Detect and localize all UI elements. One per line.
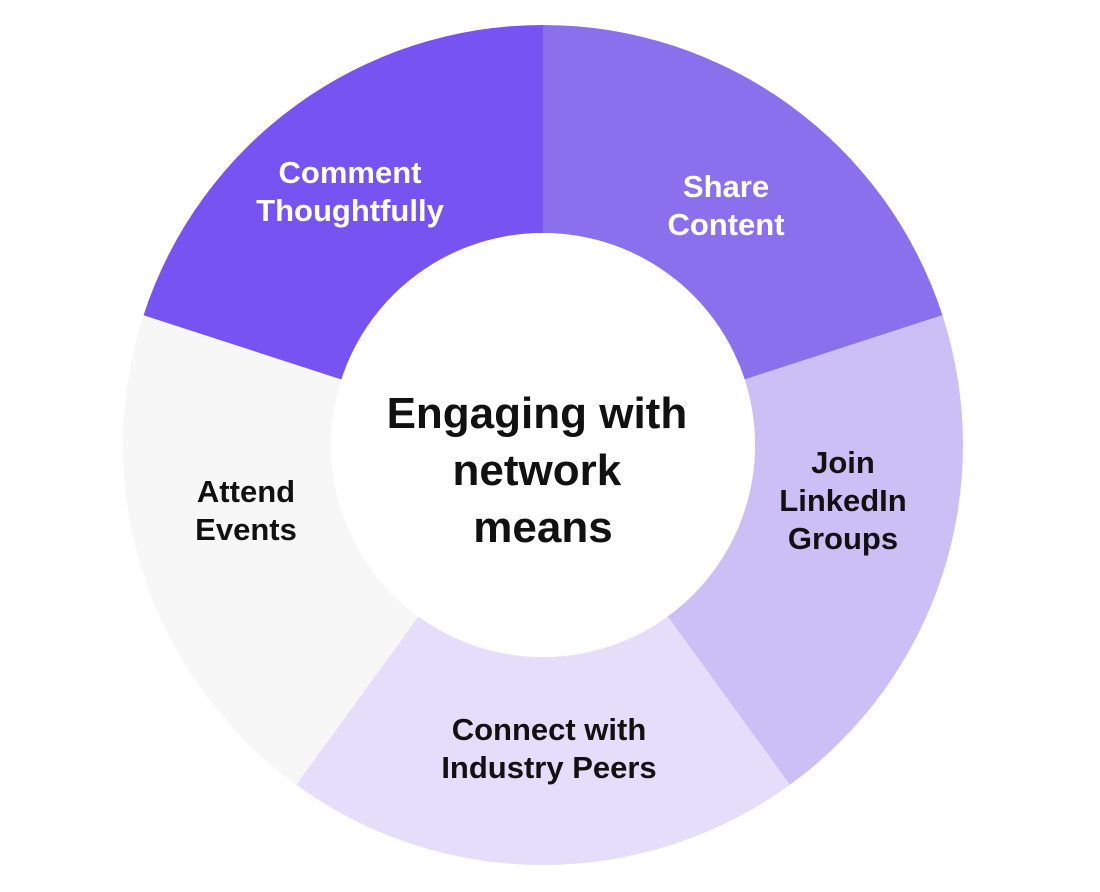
label-join-linkedin-groups-line-3: Groups <box>788 521 898 556</box>
segment-connect-with-industry-peers <box>296 616 790 865</box>
label-connect-with-industry-peers-line-2: Industry Peers <box>441 750 656 785</box>
center-title-line-3: means <box>473 503 612 552</box>
label-attend-events-line-2: Events <box>195 512 297 547</box>
label-comment-thoughtfully-line-1: Comment <box>279 155 422 190</box>
segment-comment-thoughtfully <box>143 25 543 380</box>
label-join-linkedin-groups-line-1: Join <box>811 445 875 480</box>
segment-share-content <box>543 25 943 380</box>
center-circle <box>331 233 755 657</box>
label-share-content-line-2: Content <box>667 207 784 242</box>
center-title-line-1: Engaging with <box>387 389 688 438</box>
label-join-linkedin-groups-line-2: LinkedIn <box>779 483 906 518</box>
center-title: Engaging with network means <box>387 389 700 552</box>
segment-join-linkedin-groups <box>667 315 963 785</box>
ring-segments <box>122 25 963 865</box>
label-share-content-line-1: Share <box>683 169 769 204</box>
label-connect-with-industry-peers-line-1: Connect with <box>452 712 647 747</box>
segment-attend-events <box>122 315 419 785</box>
center-title-line-2: network <box>453 446 622 495</box>
label-comment-thoughtfully-line-2: Thoughtfully <box>256 193 444 228</box>
label-attend-events-line-1: Attend <box>197 474 295 509</box>
